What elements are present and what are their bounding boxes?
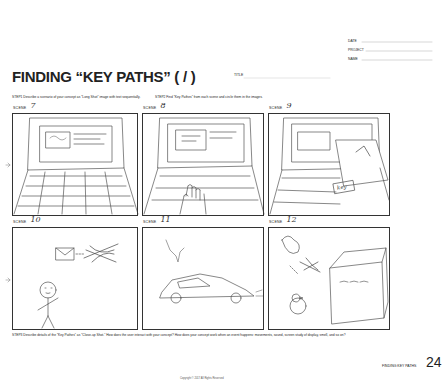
scene-label: SCENE — [269, 220, 282, 224]
scene-heading: SCENE 9 — [269, 102, 291, 110]
scene-number: 12 — [286, 216, 296, 224]
scene-number: 10 — [30, 216, 40, 224]
scene-number: 8 — [160, 102, 165, 110]
scene-heading: SCENE 11 — [143, 216, 171, 224]
copyright-note: Copyright © 2017 All Rights Reserved — [180, 377, 224, 380]
scene-heading: SCENE 12 — [269, 216, 297, 224]
scene-panel: SCENE12 — [268, 227, 390, 330]
scene-panel: SCENE7 — [12, 113, 138, 216]
scene-label: SCENE — [13, 106, 26, 110]
footer-text: FINDING KEY PATHS — [382, 364, 416, 368]
worksheet-title: FINDING “KEY PATHS” ( / ) — [12, 68, 195, 87]
scene-label: SCENE — [269, 106, 282, 110]
scene-number: 9 — [286, 102, 291, 110]
step-instruction: STEP2 Find “Key Pathes” from each scene … — [155, 95, 355, 99]
scene-heading: SCENE 7 — [13, 102, 35, 110]
scene-panel: SCENE10 — [12, 227, 138, 330]
title-field: TITLE — [234, 73, 243, 77]
scene-label: SCENE — [143, 106, 156, 110]
scene-panel: SCENE11 — [142, 227, 264, 330]
form-field: PROJECT — [348, 48, 364, 52]
scene-heading: SCENE 8 — [143, 102, 165, 110]
scene-panel: SCENE9 — [268, 113, 390, 216]
scene-heading: SCENE 10 — [13, 216, 41, 224]
form-field: DATE — [348, 39, 357, 43]
step-instruction: STEP3 Describe details of the “Key Pathe… — [12, 333, 402, 337]
handwritten-note: key — [336, 183, 347, 191]
scene-panel: SCENE8 — [142, 113, 264, 216]
scene-label: SCENE — [143, 220, 156, 224]
scene-number: 7 — [30, 102, 35, 110]
step-instruction: STEP1 Describe a scenario of your concep… — [12, 95, 152, 99]
scene-number: 11 — [160, 216, 170, 224]
scene-label: SCENE — [13, 220, 26, 224]
page-number: 24 — [426, 355, 442, 369]
form-field: NAME — [348, 57, 358, 61]
